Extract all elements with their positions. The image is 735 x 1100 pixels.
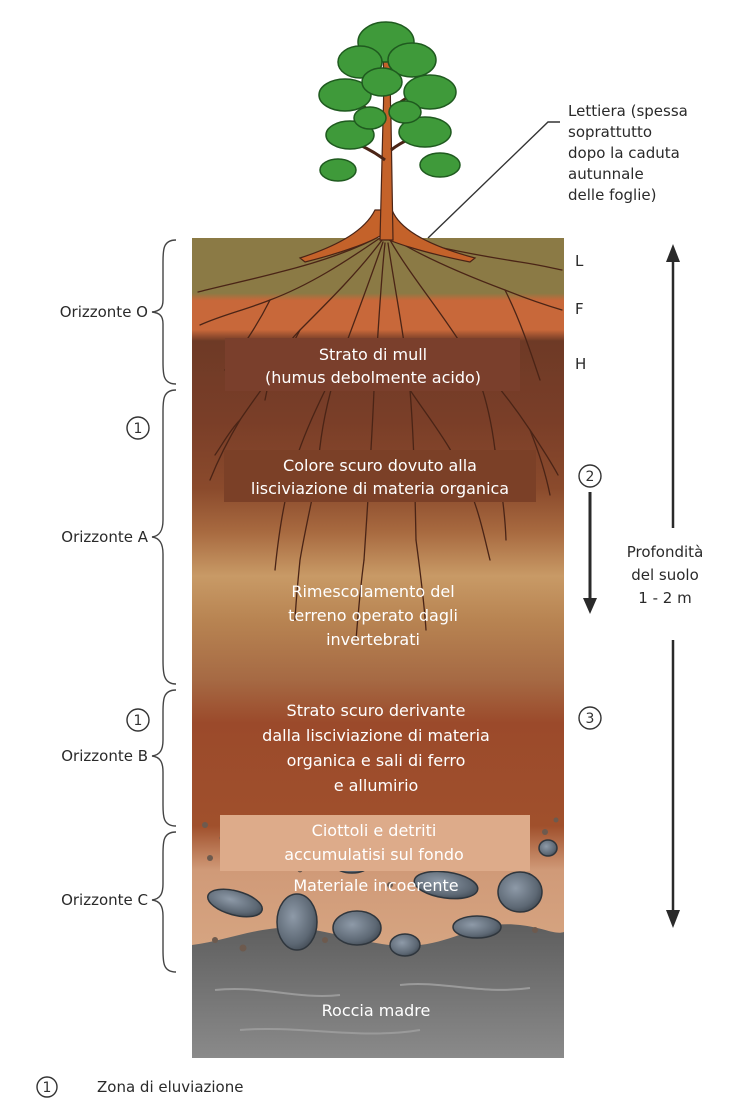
dark-a-label-line1: Colore scuro dovuto alla: [283, 456, 477, 475]
depth-label-line2: del suolo: [631, 566, 699, 584]
zone-two-marker: 2: [579, 465, 601, 487]
bedrock: [192, 924, 564, 1058]
svg-text:3: 3: [586, 711, 595, 727]
dark-b-label-line1: Strato scuro derivante: [287, 701, 466, 720]
sublayer-L: L: [575, 252, 584, 270]
mull-label-line2: (humus debolmente acido): [265, 368, 481, 387]
mixing-label-line2: terreno operato dagli: [288, 606, 458, 625]
depth-arrow: [666, 244, 680, 928]
mixing-label-line3: invertebrati: [326, 630, 420, 649]
mixing-label-line1: Rimescolamento del: [291, 582, 454, 601]
zone-one-marker-a: 1: [127, 417, 149, 439]
horizon-C-label: Orizzonte C: [61, 891, 148, 909]
horizon-A-label: Orizzonte A: [61, 528, 148, 546]
dark-a-label-line2: lisciviazione di materia organica: [251, 479, 509, 498]
horizon-B-label: Orizzonte B: [61, 747, 148, 765]
svg-text:1: 1: [43, 1080, 52, 1096]
leaching-arrow: [583, 492, 597, 614]
zone-three-marker: 3: [579, 707, 601, 729]
tree: [319, 22, 460, 240]
dark-b-label-line4: e allumirio: [334, 776, 419, 795]
mull-label-line1: Strato di mull: [319, 345, 427, 364]
depth-label-line1: Profondità: [627, 543, 704, 561]
horizon-braces: [152, 240, 176, 972]
litter-annotation-line2: soprattutto: [568, 123, 652, 141]
litter-annotation-line5: delle foglie): [568, 186, 656, 204]
pebbles-label-line1: Ciottoli e detriti: [312, 821, 437, 840]
depth-label-line3: 1 - 2 m: [638, 589, 691, 607]
svg-text:1: 1: [134, 421, 143, 437]
sublayer-H: H: [575, 355, 586, 373]
horizon-O-label: Orizzonte O: [60, 303, 148, 321]
litter-annotation-line1: Lettiera (spessa: [568, 102, 688, 120]
dark-b-label-line3: organica e sali di ferro: [287, 751, 466, 770]
loose-material-label: Materiale incoerente: [293, 876, 458, 895]
zone-one-marker-b: 1: [127, 709, 149, 731]
litter-annotation-line4: autunnale: [568, 165, 644, 183]
svg-text:2: 2: [586, 469, 595, 485]
legend: 1 Zona di eluviazione: [37, 1077, 243, 1097]
svg-text:1: 1: [134, 713, 143, 729]
litter-annotation-line3: dopo la caduta: [568, 144, 680, 162]
sublayer-F: F: [575, 300, 584, 318]
legend-text: Zona di eluviazione: [97, 1078, 243, 1096]
dark-b-label-line2: dalla lisciviazione di materia: [262, 726, 490, 745]
pebbles-label-line2: accumulatisi sul fondo: [284, 845, 464, 864]
bedrock-label: Roccia madre: [322, 1001, 431, 1020]
